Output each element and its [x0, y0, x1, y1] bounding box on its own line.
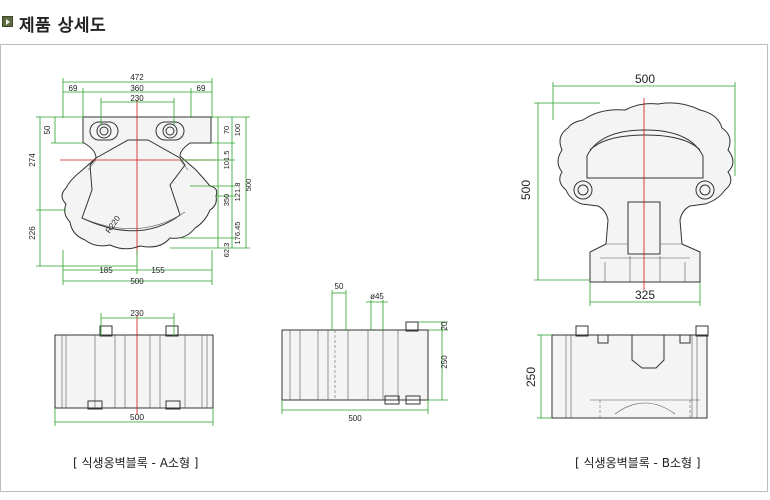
section-header: 제품 상세도	[0, 0, 770, 40]
a-type-front-view: 230 500	[54, 309, 214, 426]
a-front-lug-left	[99, 325, 113, 337]
caption-b-type: [ 식생옹벽블록 - B소형 ]	[575, 456, 701, 470]
side-body	[281, 329, 429, 401]
a-hole-right-inner	[165, 126, 175, 136]
b-type-top-view: 500 500 325	[519, 72, 736, 306]
a-slot-left	[89, 121, 119, 141]
dim-a-62-3: 62.3	[222, 243, 231, 258]
b-front-lug-left	[575, 325, 589, 337]
a-hole-left	[96, 123, 112, 139]
dim-a-350: 350	[222, 194, 231, 207]
dim-a-472: 472	[130, 73, 144, 82]
dim-side-phi45: ø45	[370, 292, 384, 301]
dim-b-500-left: 500	[519, 180, 533, 200]
bullet-arrow-icon	[2, 16, 13, 27]
dim-side-250: 250	[440, 355, 449, 369]
dim-a-70: 70	[222, 126, 231, 134]
dim-b-front-250: 250	[524, 367, 538, 387]
dim-a-100: 100	[233, 124, 242, 137]
a-front-lug-right	[165, 325, 179, 337]
dim-a-360: 360	[130, 84, 144, 93]
dim-a-226: 226	[28, 226, 37, 240]
dim-a-69-left: 69	[69, 84, 78, 93]
a-arch-chamfer	[87, 159, 189, 171]
b-top-outline	[557, 102, 734, 283]
drawing-frame	[0, 44, 768, 492]
b-hole-right-inner	[699, 184, 711, 196]
dim-a-101-5: 101.5	[222, 151, 231, 170]
dim-b-500-top: 500	[635, 72, 655, 86]
side-foot-left	[384, 395, 400, 405]
a-type-top-view: 472 69 360 69 230 50 274 226 R220 185 15…	[28, 73, 253, 286]
b-hole-left-inner	[577, 184, 589, 196]
dim-side-50: 50	[335, 282, 344, 291]
a-front-foot-right	[165, 400, 181, 410]
dim-a-185: 185	[99, 266, 113, 275]
dim-a-front-230: 230	[130, 309, 144, 318]
b-hole-left	[573, 180, 593, 200]
dim-a-69-right: 69	[197, 84, 206, 93]
dim-a-121-8: 121.8	[233, 183, 242, 202]
dim-a-500-bottom: 500	[130, 277, 144, 286]
b-front-base-arc	[590, 399, 700, 415]
dim-a-176-45: 176.45	[233, 222, 242, 245]
dim-side-500: 500	[348, 414, 362, 423]
dim-b-325: 325	[635, 288, 655, 302]
b-front-channel	[631, 335, 665, 369]
dim-a-50: 50	[43, 125, 52, 134]
a-slot-right	[155, 121, 185, 141]
dim-a-274: 274	[28, 153, 37, 167]
side-foot-right	[405, 395, 421, 405]
caption-a-type: [ 식생옹벽블록 - A소형 ]	[73, 456, 199, 470]
dim-a-230: 230	[130, 94, 144, 103]
a-hole-left-inner	[99, 126, 109, 136]
dim-side-20: 20	[440, 321, 449, 330]
b-type-front-view: 250	[524, 325, 709, 419]
b-base-lines	[600, 243, 690, 282]
a-top-outline	[61, 116, 218, 250]
b-window-arch	[589, 134, 701, 151]
b-hole-right	[695, 180, 715, 200]
side-view: 50 ø45 20 250 500	[281, 282, 449, 423]
b-front-notch-right	[679, 334, 691, 344]
a-front-body	[54, 334, 214, 409]
page-title: 제품 상세도	[19, 16, 107, 36]
dim-a-155: 155	[151, 266, 165, 275]
a-hole-right	[162, 123, 178, 139]
side-lug-top	[405, 321, 419, 332]
dim-a-front-500: 500	[130, 412, 144, 422]
b-front-body	[551, 334, 708, 419]
dim-a-500-right: 500	[244, 179, 253, 192]
b-front-lug-right	[695, 325, 709, 337]
b-front-notch-left	[597, 334, 609, 344]
